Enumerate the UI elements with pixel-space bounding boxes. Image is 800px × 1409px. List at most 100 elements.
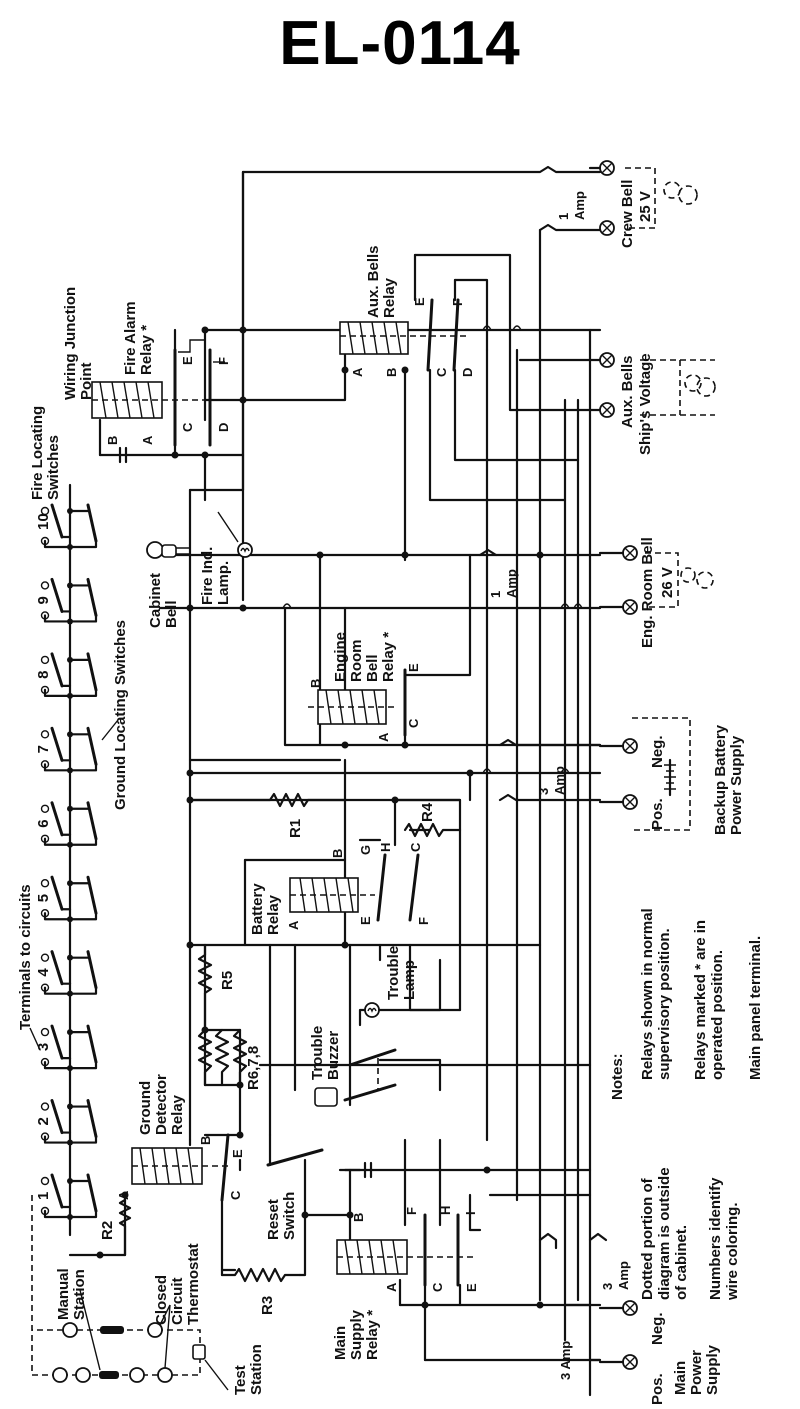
main-fuse-b-label: 3 Amp bbox=[558, 1341, 573, 1380]
br-contact-c: C bbox=[408, 842, 423, 852]
r4-label: R4 bbox=[419, 802, 436, 822]
ground-switch-blade bbox=[86, 875, 98, 915]
crew-fuse-label: 1Amp bbox=[556, 191, 587, 220]
ground-switch-blade bbox=[86, 652, 98, 692]
ms-contact-h: H bbox=[438, 1206, 453, 1215]
ground-switch-blade bbox=[86, 577, 98, 617]
crew-bell-voltage: 25 V bbox=[637, 191, 654, 222]
br-contact-a: A bbox=[286, 920, 301, 930]
backup-fuse-label: 3Amp bbox=[536, 766, 567, 795]
manual-station-label: ManualStation bbox=[55, 1268, 88, 1320]
backup-neg-label: Neg. bbox=[649, 735, 666, 768]
switch-pair-5: 5 bbox=[35, 875, 98, 923]
backup-neg-terminal bbox=[622, 738, 638, 754]
aux-contact-d: D bbox=[460, 368, 475, 377]
fire-switch-blade bbox=[50, 1173, 64, 1209]
eng-room-bell-label: Eng. Room Bell bbox=[639, 537, 656, 648]
cabinet-bell bbox=[146, 541, 190, 559]
terminal-number: 3 bbox=[35, 1043, 52, 1051]
aux-bells-terminal-top bbox=[599, 352, 615, 368]
r5-label: R5 bbox=[219, 971, 236, 990]
ground-switch-blade bbox=[86, 950, 98, 990]
resistor-r678 bbox=[197, 1028, 248, 1087]
fire-switch-blade bbox=[50, 801, 64, 837]
ground-switch-blade bbox=[86, 503, 98, 543]
erb-contact-c: C bbox=[406, 718, 421, 728]
trouble-lamp bbox=[364, 1002, 380, 1018]
main-fuse-a-label: 3Amp bbox=[600, 1261, 631, 1290]
main-supply-relay bbox=[336, 1161, 475, 1287]
ground-locating-switches-label: Ground Locating Switches bbox=[112, 620, 129, 810]
switch-pair-2: 2 bbox=[35, 1099, 98, 1146]
note-wire-coloring: Numbers identifywire coloring. bbox=[707, 1177, 741, 1301]
aux-bells-voltage: Ship's Voltage bbox=[637, 353, 654, 455]
fire-ind-lamp bbox=[217, 511, 253, 558]
eng-fuse-label: 1Amp bbox=[488, 569, 519, 598]
fire-ind-lamp-label: Fire Ind.Lamp. bbox=[199, 547, 232, 605]
fire-switch-blade bbox=[50, 577, 64, 613]
fire-locating-switches-label: Fire LocatingSwitches bbox=[29, 406, 62, 500]
ms-contact-a: A bbox=[384, 1282, 399, 1292]
resistor-r1 bbox=[188, 792, 347, 808]
ground-switch-blade bbox=[86, 1024, 98, 1064]
reset-switch bbox=[266, 1148, 324, 1167]
eng-room-bell-voltage: 26 V bbox=[659, 567, 676, 598]
wire-crossovers bbox=[282, 325, 583, 774]
backup-pos-terminal bbox=[622, 794, 638, 810]
contact-c-label: C bbox=[180, 422, 195, 432]
eng-bell-terminal-top bbox=[622, 545, 638, 561]
terminal-number: 10 bbox=[35, 513, 52, 530]
br-contact-f: F bbox=[416, 917, 431, 925]
battery-relay-label: BatteryRelay bbox=[249, 883, 282, 935]
closed-circuit-thermostat-label: ClosedCircuitThermostat bbox=[153, 1243, 202, 1325]
note-relays-normal: Relays shown in normalsupervisory positi… bbox=[639, 908, 673, 1080]
terminal-number: 6 bbox=[35, 819, 52, 827]
terminals-pointer bbox=[29, 1027, 41, 1051]
erb-contact-a: A bbox=[376, 732, 391, 742]
erb-contact-e: E bbox=[406, 663, 421, 672]
resistor-r5 bbox=[197, 943, 213, 1032]
contact-f-label: F bbox=[216, 357, 231, 365]
fire-switch-blade bbox=[50, 875, 64, 911]
backup-pos-label: Pos. bbox=[649, 798, 666, 830]
note-relays-marked: Relays marked * are inoperated position. bbox=[692, 920, 726, 1080]
r1-label: R1 bbox=[287, 819, 304, 838]
wiring-junction-point-label: Wiring JunctionPoint bbox=[62, 287, 95, 400]
terminal-markers bbox=[599, 160, 638, 1370]
fire-switch-blade bbox=[50, 1099, 64, 1135]
gd-contact-e: E bbox=[230, 1149, 245, 1158]
main-pos-terminal bbox=[622, 1354, 638, 1370]
terminal-circle bbox=[40, 730, 50, 739]
trouble-lamp-label: TroubleLamp bbox=[385, 946, 418, 1000]
notes-block: Notes: Dotted portion ofdiagram is outsi… bbox=[609, 908, 764, 1301]
terminal-circle bbox=[40, 506, 50, 516]
terminal-number: 5 bbox=[35, 894, 52, 902]
aux-contact-e: E bbox=[412, 297, 427, 306]
note-main-panel-terminal: Main panel terminal. bbox=[747, 936, 764, 1080]
main-power-supply-label-1: MainPowerSupply bbox=[672, 1344, 721, 1395]
main-neg-label: Neg. bbox=[649, 1312, 666, 1345]
fire-switch-blade bbox=[50, 1024, 64, 1060]
ms-contact-b: B bbox=[351, 1213, 366, 1222]
ground-detector-relay-label: GroundDetectorRelay bbox=[137, 1074, 186, 1135]
crew-bell-terminal-top bbox=[599, 160, 615, 176]
main-neg-terminal bbox=[622, 1300, 638, 1316]
aux-bells-terminal-bottom bbox=[599, 402, 615, 418]
aux-bells-relay-label: Aux. BellsRelay bbox=[365, 245, 398, 318]
aux-contact-f: F bbox=[450, 298, 465, 306]
backup-battery-label: Backup BatteryPower Supply bbox=[712, 724, 745, 835]
resistor-r4 bbox=[403, 822, 462, 838]
ground-switch-blade bbox=[86, 1099, 98, 1139]
fire-switch-blade bbox=[50, 652, 64, 688]
fire-alarm-relay bbox=[91, 339, 230, 464]
br-contact-h: H bbox=[378, 843, 393, 852]
contact-a-label: A bbox=[140, 435, 155, 445]
switch-pair-7: 7 bbox=[35, 726, 98, 774]
diagram-title: EL-0114 bbox=[279, 9, 521, 78]
fire-alarm-relay-label: Fire AlarmRelay * bbox=[122, 301, 155, 375]
switch-pair-10: 10 bbox=[35, 503, 98, 550]
switch-pair-4: 4 bbox=[35, 950, 98, 997]
switch-pair-9: 9 bbox=[35, 577, 98, 625]
